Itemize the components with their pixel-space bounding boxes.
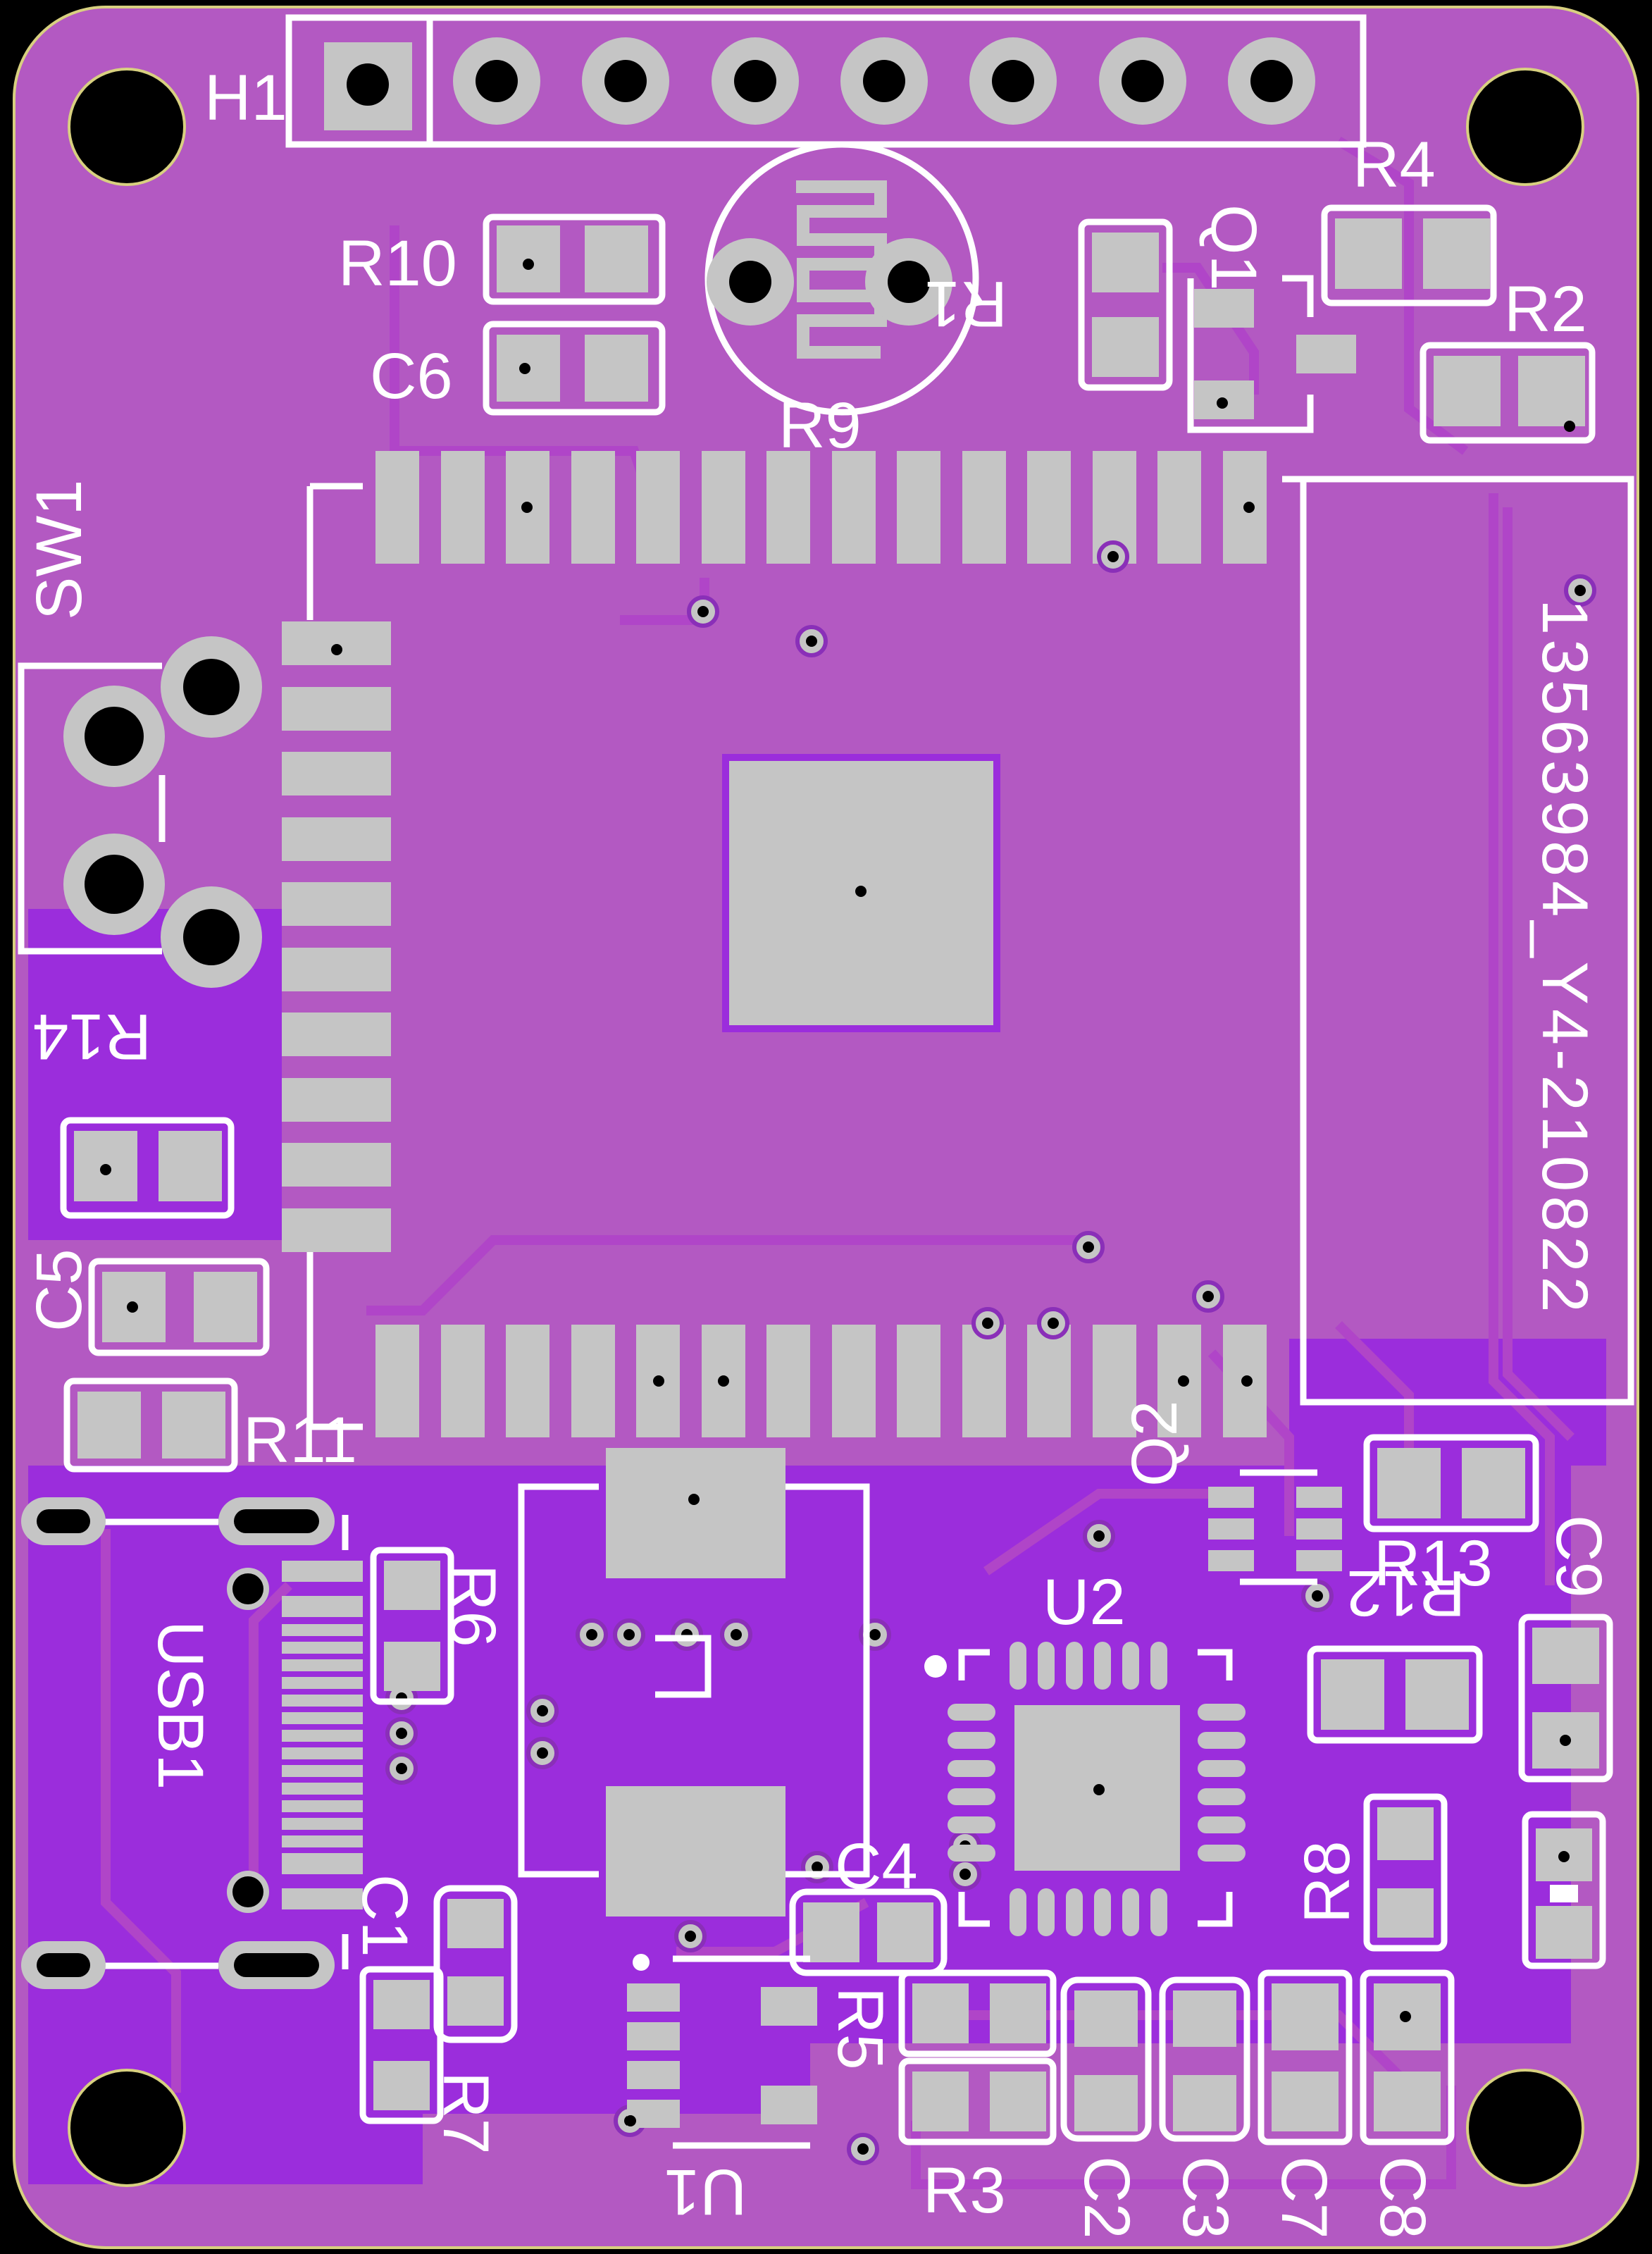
capacitor-c1 <box>433 1885 518 2043</box>
resistor-r6 <box>370 1547 454 1705</box>
esp-module <box>282 451 1634 1437</box>
resistor-r7 <box>359 1966 444 2124</box>
switch-sw1 <box>18 636 262 988</box>
usb-connector-usb1 <box>21 1497 363 1989</box>
label-c1: C1 <box>349 1874 421 1957</box>
label-q2: Q2 <box>1119 1400 1191 1487</box>
label-c6: C6 <box>370 340 453 412</box>
label-u2: U2 <box>1043 1566 1126 1638</box>
resistor-r2 <box>1420 342 1596 444</box>
label-r11: R11 <box>243 1404 357 1476</box>
label-u1: U1 <box>664 2156 747 2228</box>
chip-u2 <box>924 1642 1246 1936</box>
label-h1: H1 <box>204 62 287 134</box>
label-c4: C4 <box>835 1831 918 1902</box>
resistor-r3 <box>898 2057 1057 2145</box>
transistor-q1 <box>1187 275 1356 433</box>
label-r3: R3 <box>923 2155 1006 2227</box>
capacitor-c4 <box>789 1888 948 1976</box>
label-r13: R13 <box>1374 1528 1493 1599</box>
label-r4: R4 <box>1353 129 1436 201</box>
resistor-r12 <box>1307 1645 1483 1744</box>
regulator-u1 <box>625 1954 817 2149</box>
capacitor-c8 <box>1360 1969 1455 2145</box>
label-c3: C3 <box>1169 2156 1241 2239</box>
label-usb1: USB1 <box>144 1621 216 1790</box>
label-q1: Q1 <box>1198 204 1269 291</box>
capacitor-c7 <box>1257 1969 1353 2145</box>
header-h1 <box>285 14 1367 148</box>
capacitor-c9 <box>1518 1614 1613 1783</box>
mounting-holes <box>68 68 1584 2187</box>
resistor-r10 <box>483 213 666 305</box>
label-r10: R10 <box>338 228 457 299</box>
label-c8: C8 <box>1367 2156 1439 2239</box>
label-r14: R14 <box>32 1001 151 1072</box>
resistor-r1 <box>1078 218 1173 391</box>
label-r5: R5 <box>824 1987 896 2070</box>
label-c7: C7 <box>1268 2156 1340 2239</box>
label-r1: R1 <box>924 268 1007 340</box>
label-r2: R2 <box>1504 273 1587 345</box>
label-r9: R9 <box>778 390 862 462</box>
label-c9: C9 <box>1543 1515 1615 1598</box>
label-part-number: 13563984_Y4-210822 <box>1529 599 1601 1317</box>
capacitor-c2 <box>1060 1976 1152 2142</box>
resistor-r11 <box>63 1377 238 1473</box>
capacitor-c6 <box>483 321 666 416</box>
label-r7: R7 <box>430 2072 502 2155</box>
resistor-r5 <box>898 1969 1057 2057</box>
resistor-r14 <box>60 1117 235 1219</box>
resistor-r8 <box>1363 1793 1448 1952</box>
resistor-r4 <box>1321 204 1497 306</box>
capacitor-c5 <box>88 1258 270 1356</box>
label-c5: C5 <box>23 1249 95 1332</box>
vias <box>385 540 1596 2165</box>
label-c2: C2 <box>1071 2156 1143 2239</box>
photoresistor-r9 <box>704 141 979 416</box>
label-r12: R12 <box>1346 1557 1465 1629</box>
resistor-r13 <box>1363 1434 1539 1532</box>
inductor-l1 <box>518 1448 870 1916</box>
transistor-q2 <box>1208 1469 1342 1585</box>
capacitor-c3 <box>1159 1976 1250 2142</box>
label-sw1: SW1 <box>23 480 95 620</box>
label-r6: R6 <box>437 1564 509 1647</box>
label-r8: R8 <box>1291 1840 1363 1924</box>
led-d1 <box>1522 1811 1606 1969</box>
